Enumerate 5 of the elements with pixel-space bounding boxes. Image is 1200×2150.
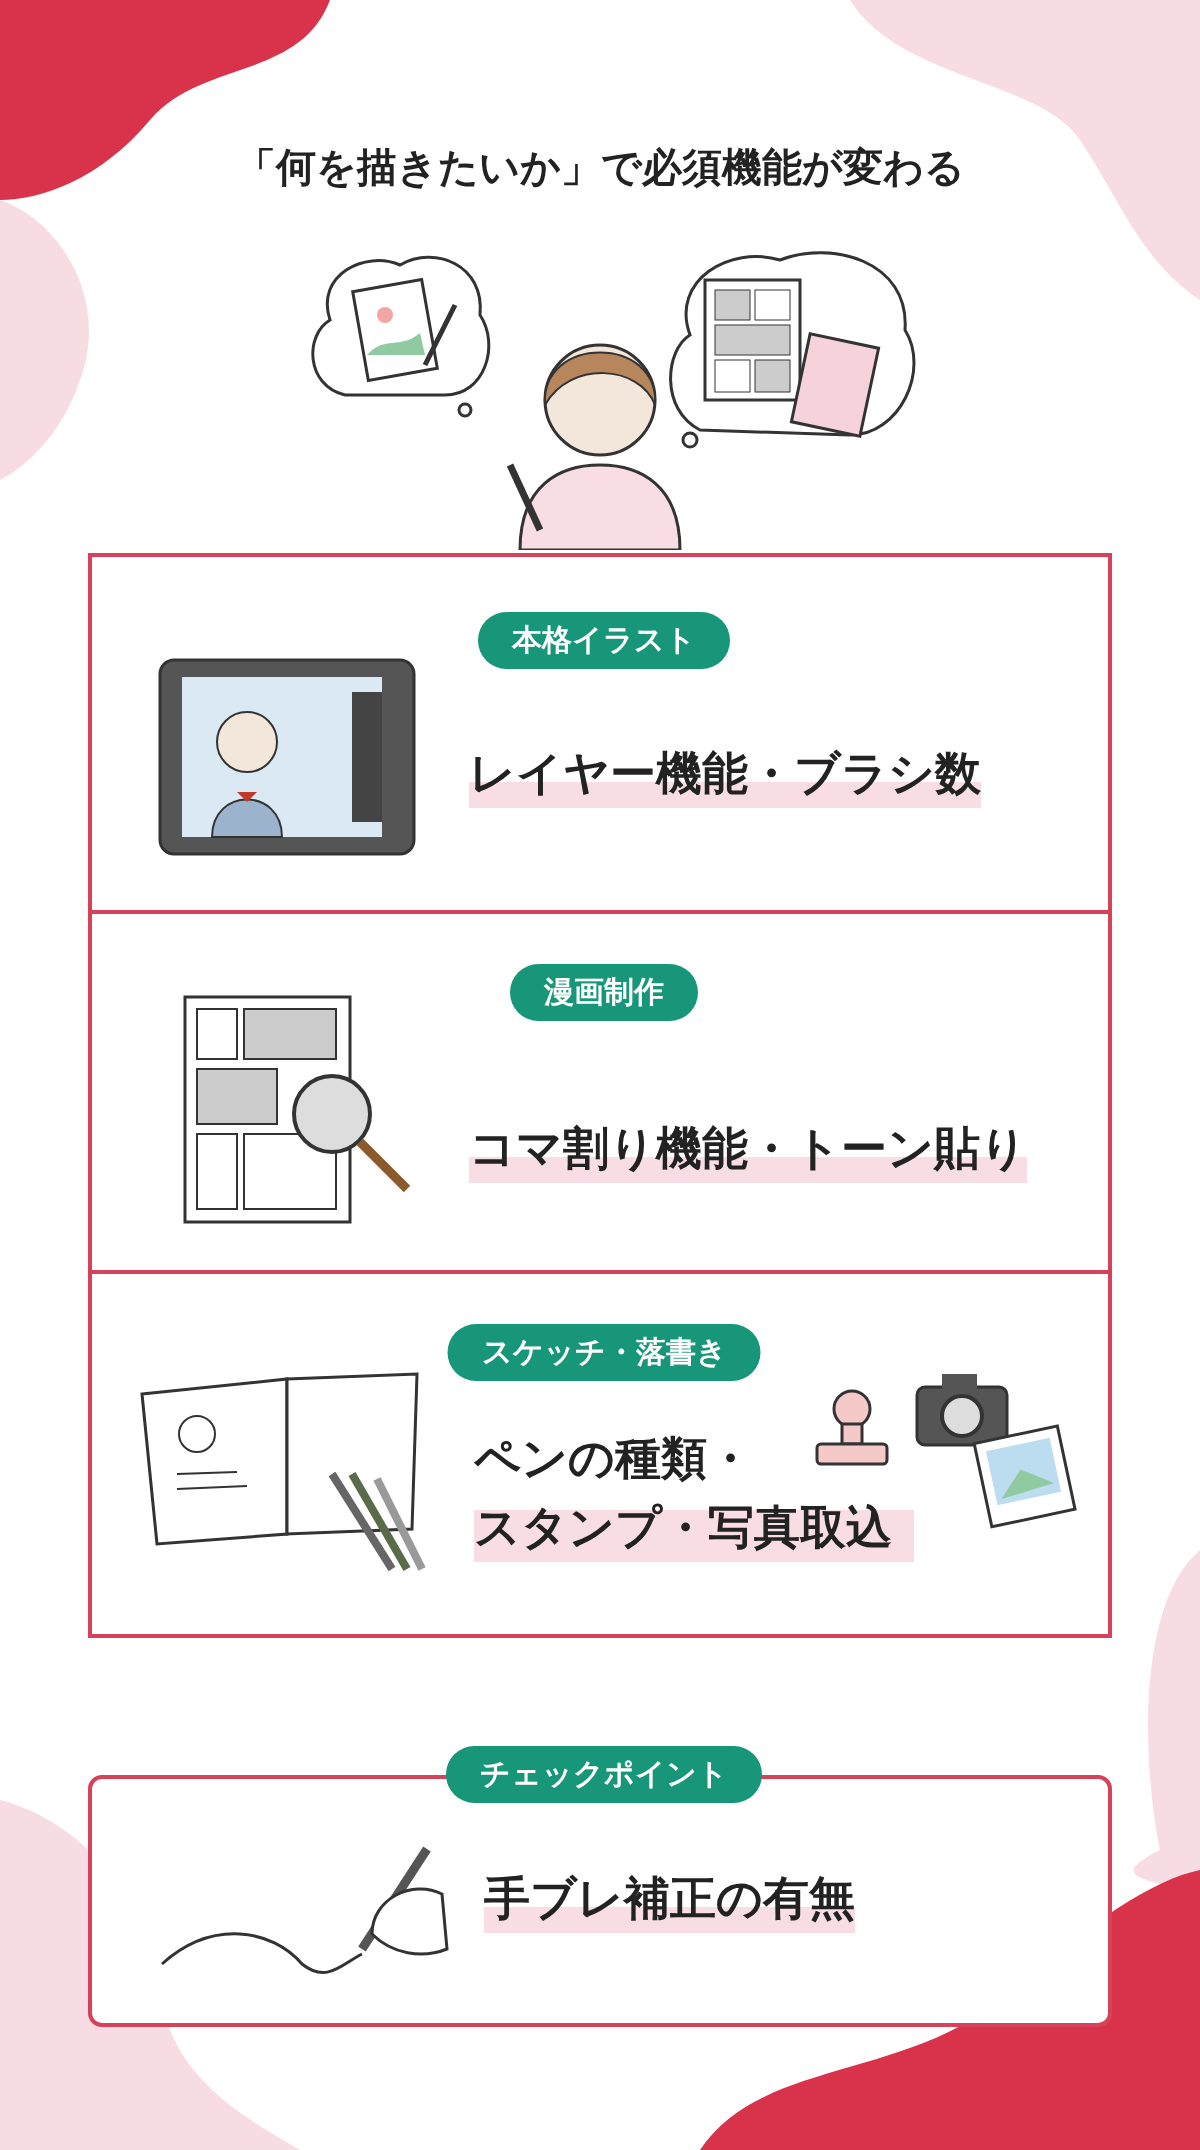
category-label: スケッチ・落書き — [447, 1324, 761, 1381]
category-label: 本格イラスト — [478, 612, 730, 669]
category-label: 漫画制作 — [510, 964, 698, 1021]
category-label: チェックポイント — [446, 1746, 762, 1803]
title: 「何を描きたいか」で必須機能が変わる — [234, 143, 966, 192]
